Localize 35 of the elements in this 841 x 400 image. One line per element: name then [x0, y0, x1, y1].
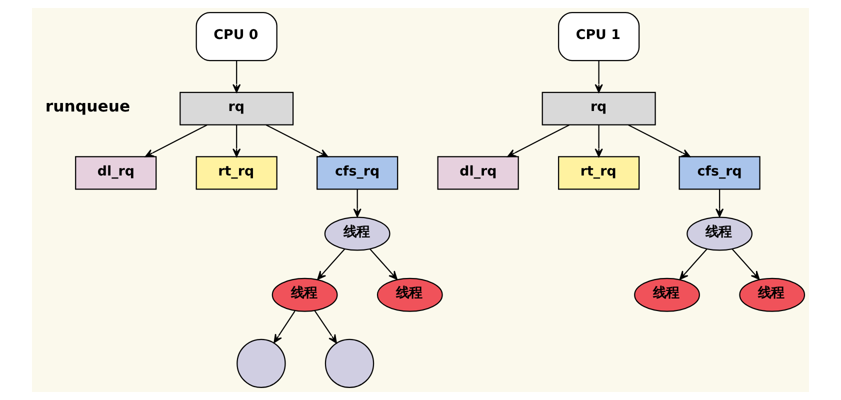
node-ellipse: 线程 [739, 278, 806, 312]
arrow [314, 310, 337, 344]
arrow [144, 124, 208, 158]
arrow [679, 248, 708, 280]
arrow [594, 125, 603, 158]
arrow [628, 124, 690, 158]
arrow [732, 248, 760, 280]
node-box: dl_rq [75, 156, 157, 190]
node-box: rt_rq [558, 156, 640, 190]
node-circle [236, 338, 286, 388]
arrow [353, 189, 362, 218]
arrow [232, 125, 241, 158]
node-box: rt_rq [196, 156, 278, 190]
node-box: cfs_rq [316, 156, 398, 190]
node-box: dl_rq [437, 156, 519, 190]
label: runqueue [45, 96, 130, 116]
node-box: rq [542, 92, 656, 126]
node-ellipse: 线程 [324, 216, 390, 251]
node-ellipse: 线程 [376, 278, 443, 312]
node-ellipse: 线程 [272, 278, 338, 312]
node-box: CPU 0 [196, 12, 278, 62]
arrow [370, 248, 398, 280]
arrow [317, 248, 346, 280]
arrow [232, 60, 241, 93]
arrow [594, 60, 603, 93]
node-box: cfs_rq [678, 156, 760, 190]
arrow [716, 189, 724, 218]
arrow [266, 124, 328, 158]
node-box: rq [180, 92, 294, 126]
arrow [507, 124, 570, 158]
arrow [274, 310, 296, 344]
node-circle [324, 338, 374, 388]
node-ellipse: 线程 [686, 216, 753, 251]
node-ellipse: 线程 [634, 278, 700, 312]
node-box: CPU 1 [558, 12, 640, 62]
